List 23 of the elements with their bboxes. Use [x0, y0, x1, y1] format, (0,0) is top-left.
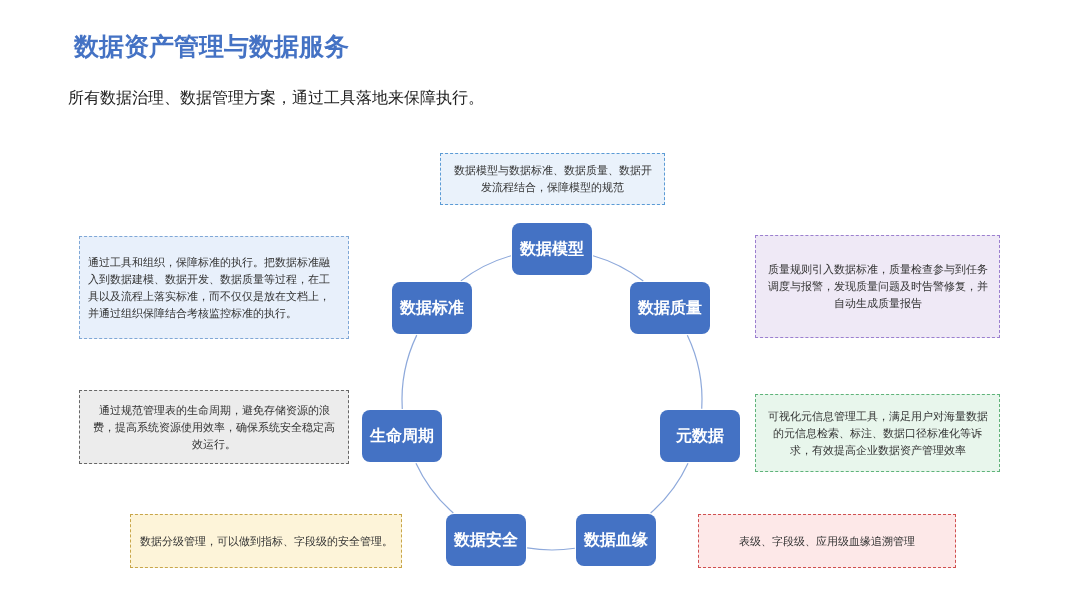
topic-box: 数据血缘	[576, 514, 656, 566]
connector-arc	[592, 255, 644, 282]
note-box: 通过工具和组织，保障标准的执行。把数据标准融入到数据建模、数据开发、数据质量等过程，在工具以及流程上落实标准，而不仅仅是放在文档上，并通过组织保障结合考核监控标准的执行。	[79, 236, 349, 339]
topic-box: 数据安全	[446, 514, 526, 566]
note-box: 可视化元信息管理工具，满足用户对海量数据的元信息检索、标注、数据口径标准化等诉求，有效提高企业数据资产管理效率	[755, 394, 1000, 472]
subtitle: 所有数据治理、数据管理方案，通过工具落地来保障执行。	[68, 88, 484, 108]
topic-box: 元数据	[660, 410, 740, 462]
topic-box: 数据质量	[630, 282, 710, 334]
connector-arc	[401, 334, 418, 410]
title: 数据资产管理与数据服务	[74, 31, 349, 62]
note-box: 质量规则引入数据标准，质量检查参与到任务调度与报警，发现质量问题及时告警修复，并自动生成质量报告	[755, 235, 1000, 338]
connector-arc	[650, 462, 689, 514]
topic-box: 生命周期	[362, 410, 442, 462]
connector-arc	[460, 255, 512, 282]
connector-arc	[526, 547, 576, 551]
note-box: 数据分级管理，可以做到指标、字段级的安全管理。	[130, 514, 402, 568]
connector-arc	[686, 334, 703, 410]
topic-box: 数据模型	[512, 223, 592, 275]
note-box: 表级、字段级、应用级血缘追溯管理	[698, 514, 956, 568]
note-box: 数据模型与数据标准、数据质量、数据开发流程结合，保障模型的规范	[440, 153, 665, 205]
note-box: 通过规范管理表的生命周期，避免存储资源的浪费，提高系统资源使用效率，确保系统安全稳定高效运行。	[79, 390, 349, 464]
connector-arc	[415, 462, 454, 514]
topic-box: 数据标准	[392, 282, 472, 334]
